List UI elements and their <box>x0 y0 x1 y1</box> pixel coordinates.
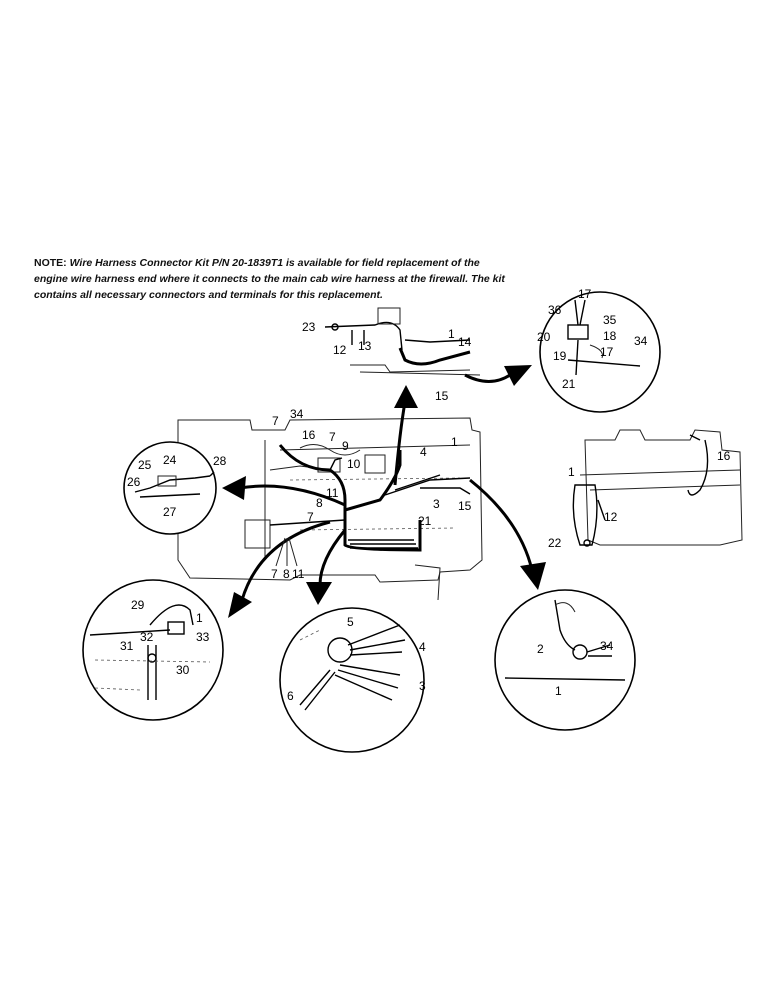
callout-main-8: 8 <box>316 496 323 510</box>
callout-29: 29 <box>131 598 145 612</box>
callout-6: 6 <box>287 689 294 703</box>
note-line-3: contains all necessary connectors and te… <box>34 289 383 301</box>
detail-bottom-right-art <box>504 599 626 681</box>
callout-right-16: 16 <box>717 449 731 463</box>
callout-arrows <box>222 365 546 618</box>
callout-5: 5 <box>347 615 354 629</box>
top-harness-section <box>324 307 481 376</box>
detail-circle-bottom-center <box>279 607 425 753</box>
callout-18: 18 <box>603 329 617 343</box>
detail-bottom-center-art <box>299 624 406 711</box>
detail-circle-bottom-right <box>494 589 636 731</box>
callout-main-15: 15 <box>458 499 472 513</box>
callout-main-3: 3 <box>433 497 440 511</box>
callout-main-11: 11 <box>326 486 339 500</box>
detail-left-art <box>134 471 215 498</box>
detail-circle-left <box>123 441 217 535</box>
callout-bl-1: 1 <box>196 611 203 625</box>
callout-main-10: 10 <box>347 457 361 471</box>
callouts-bottom-center-detail: 5 4 3 6 <box>287 615 426 703</box>
callout-bc-3: 3 <box>419 679 426 693</box>
callout-right-1: 1 <box>568 465 575 479</box>
main-wire-harness <box>269 444 471 552</box>
callouts-left-detail: 25 24 28 26 27 <box>127 453 227 519</box>
callouts-top: 23 12 13 1 14 15 <box>302 320 472 403</box>
callout-32: 32 <box>140 630 154 644</box>
callout-20: 20 <box>537 330 551 344</box>
note-label: NOTE: <box>34 257 67 269</box>
callout-34: 34 <box>634 334 648 348</box>
callout-12: 12 <box>333 343 347 357</box>
callout-br-34: 34 <box>600 639 614 653</box>
callout-main-9: 9 <box>342 439 349 453</box>
callout-br-1: 1 <box>555 684 562 698</box>
callout-23: 23 <box>302 320 316 334</box>
engine-outline <box>177 417 483 601</box>
callout-35: 35 <box>603 313 617 327</box>
callout-main-7d: 7 <box>271 567 278 581</box>
callout-36: 36 <box>548 303 562 317</box>
detail-circle-top-right <box>539 291 661 413</box>
note-text: NOTE: Wire Harness Connector Kit P/N 20-… <box>34 255 554 303</box>
callouts-right-view: 16 1 12 22 <box>548 449 731 550</box>
right-engine-view <box>572 429 743 547</box>
callout-17: 17 <box>578 287 592 301</box>
callout-main-11b: 11 <box>292 567 305 581</box>
detail-bottom-left-art <box>89 604 211 700</box>
callout-main-21: 21 <box>418 514 432 528</box>
callout-main-7c: 7 <box>307 510 314 524</box>
callout-right-22: 22 <box>548 536 562 550</box>
callout-main-7: 7 <box>272 414 279 428</box>
callout-30: 30 <box>176 663 190 677</box>
detail-circle-bottom-left <box>82 579 224 721</box>
callout-main-34: 34 <box>290 407 304 421</box>
callout-15: 15 <box>435 389 449 403</box>
callout-main-4: 4 <box>420 445 427 459</box>
callout-main-7b: 7 <box>329 430 336 444</box>
callout-21: 21 <box>562 377 576 391</box>
callouts-main: 7 34 16 7 9 10 4 1 8 11 7 3 15 21 7 8 11 <box>271 407 472 581</box>
note-line-1: Wire Harness Connector Kit P/N 20-1839T1… <box>69 257 480 269</box>
callout-main-16: 16 <box>302 428 316 442</box>
callout-main-1: 1 <box>451 435 458 449</box>
note-line-2: engine wire harness end where it connect… <box>34 273 505 285</box>
callout-1: 1 <box>448 327 455 341</box>
callout-25: 25 <box>138 458 152 472</box>
callout-2: 2 <box>537 642 544 656</box>
callout-main-8b: 8 <box>283 567 290 581</box>
callout-28: 28 <box>213 454 227 468</box>
callout-17b: 17 <box>600 345 614 359</box>
callout-right-12: 12 <box>604 510 618 524</box>
callout-24: 24 <box>163 453 177 467</box>
callouts-bottom-left-detail: 29 1 32 33 31 30 <box>120 598 210 677</box>
callouts-bottom-right-detail: 2 34 1 <box>537 639 614 698</box>
callout-27: 27 <box>163 505 177 519</box>
callout-13: 13 <box>358 339 372 353</box>
callouts-top-right-detail: 17 36 35 20 18 19 17 34 21 <box>537 287 648 391</box>
callout-33: 33 <box>196 630 210 644</box>
callout-bc-4: 4 <box>419 640 426 654</box>
callout-26: 26 <box>127 475 141 489</box>
callout-31: 31 <box>120 639 134 653</box>
detail-top-right-art <box>567 299 641 376</box>
callout-19: 19 <box>553 349 567 363</box>
callout-14: 14 <box>458 335 472 349</box>
